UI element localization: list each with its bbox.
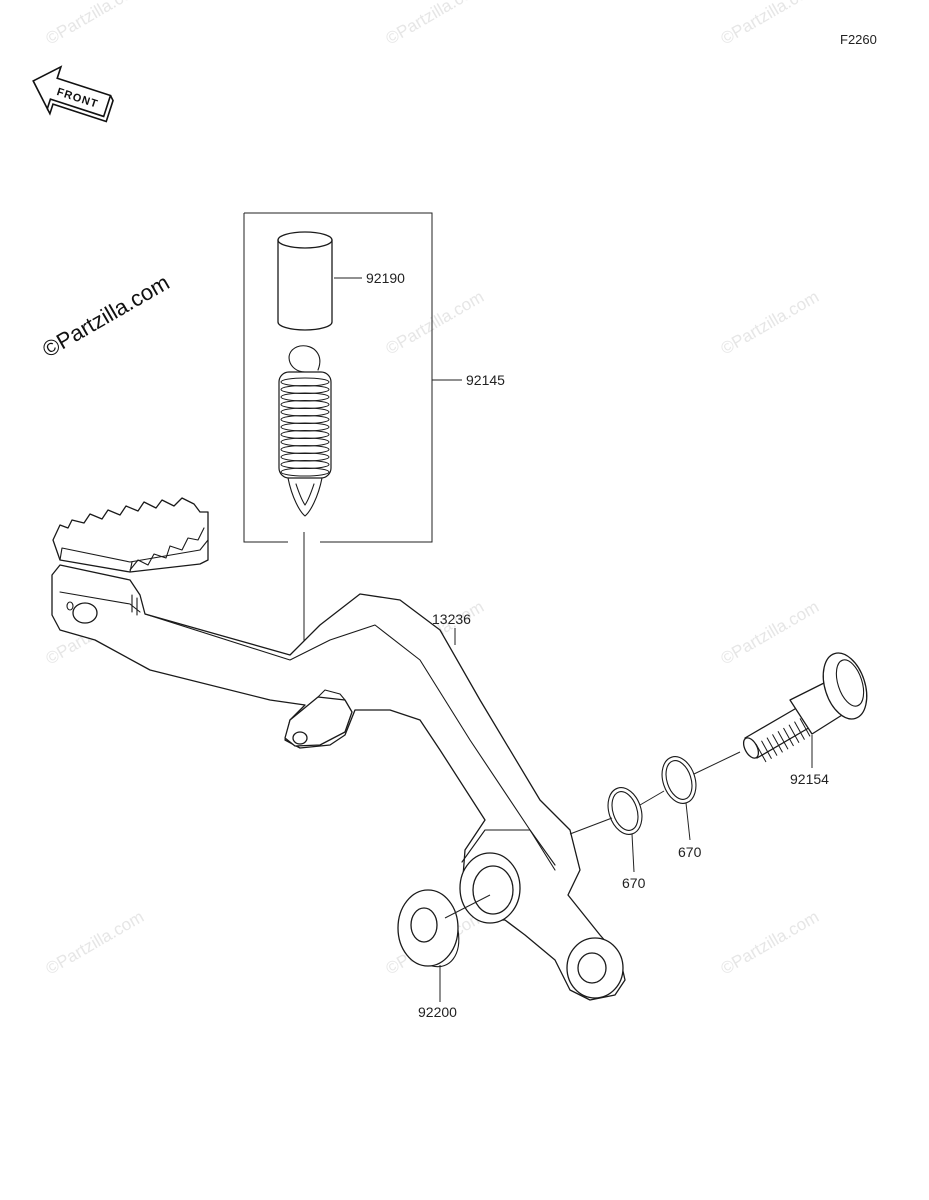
bolt-thread	[799, 718, 811, 737]
diagram-code: F2260	[840, 32, 877, 47]
watermark: ©Partzilla.com	[718, 907, 823, 978]
bolt-thread	[772, 734, 783, 753]
part-label-92200: 92200	[418, 1004, 457, 1020]
group-box-92145	[243, 212, 433, 543]
brake-pedal-part	[51, 497, 626, 1001]
o-ring-part	[607, 787, 643, 835]
washer-part	[397, 889, 460, 968]
bolt-thread	[794, 721, 805, 740]
bolt-thread	[777, 730, 789, 750]
watermark: ©Partzilla.com	[718, 597, 823, 668]
collar-part	[277, 231, 333, 331]
bolt-thread	[766, 737, 778, 756]
watermark: ©Partzilla.com	[43, 907, 148, 978]
part-label-13236: 13236	[432, 611, 471, 627]
spring-part	[278, 345, 332, 517]
watermark: ©Partzilla.com	[383, 0, 488, 48]
o-ring-part	[661, 756, 697, 804]
part-label-92145: 92145	[466, 372, 505, 388]
pivot-bolt-part	[742, 652, 868, 763]
watermark: ©Partzilla.com	[383, 287, 488, 358]
part-label-670-upper: 670	[678, 844, 702, 860]
part-label-92154: 92154	[790, 771, 829, 787]
part-label-92190: 92190	[366, 270, 405, 286]
front-arrow: FRONT	[32, 65, 114, 123]
watermark: ©Partzilla.com	[43, 0, 148, 48]
part-label-670-lower: 670	[622, 875, 646, 891]
bolt-thread	[783, 727, 794, 747]
watermark: ©Partzilla.com	[718, 287, 823, 358]
bolt-thread	[788, 724, 800, 744]
bolt-thread	[761, 740, 772, 760]
spring-coil	[280, 467, 330, 477]
brand-watermark: ©Partzilla.com	[38, 270, 174, 363]
watermark: ©Partzilla.com	[718, 0, 823, 48]
